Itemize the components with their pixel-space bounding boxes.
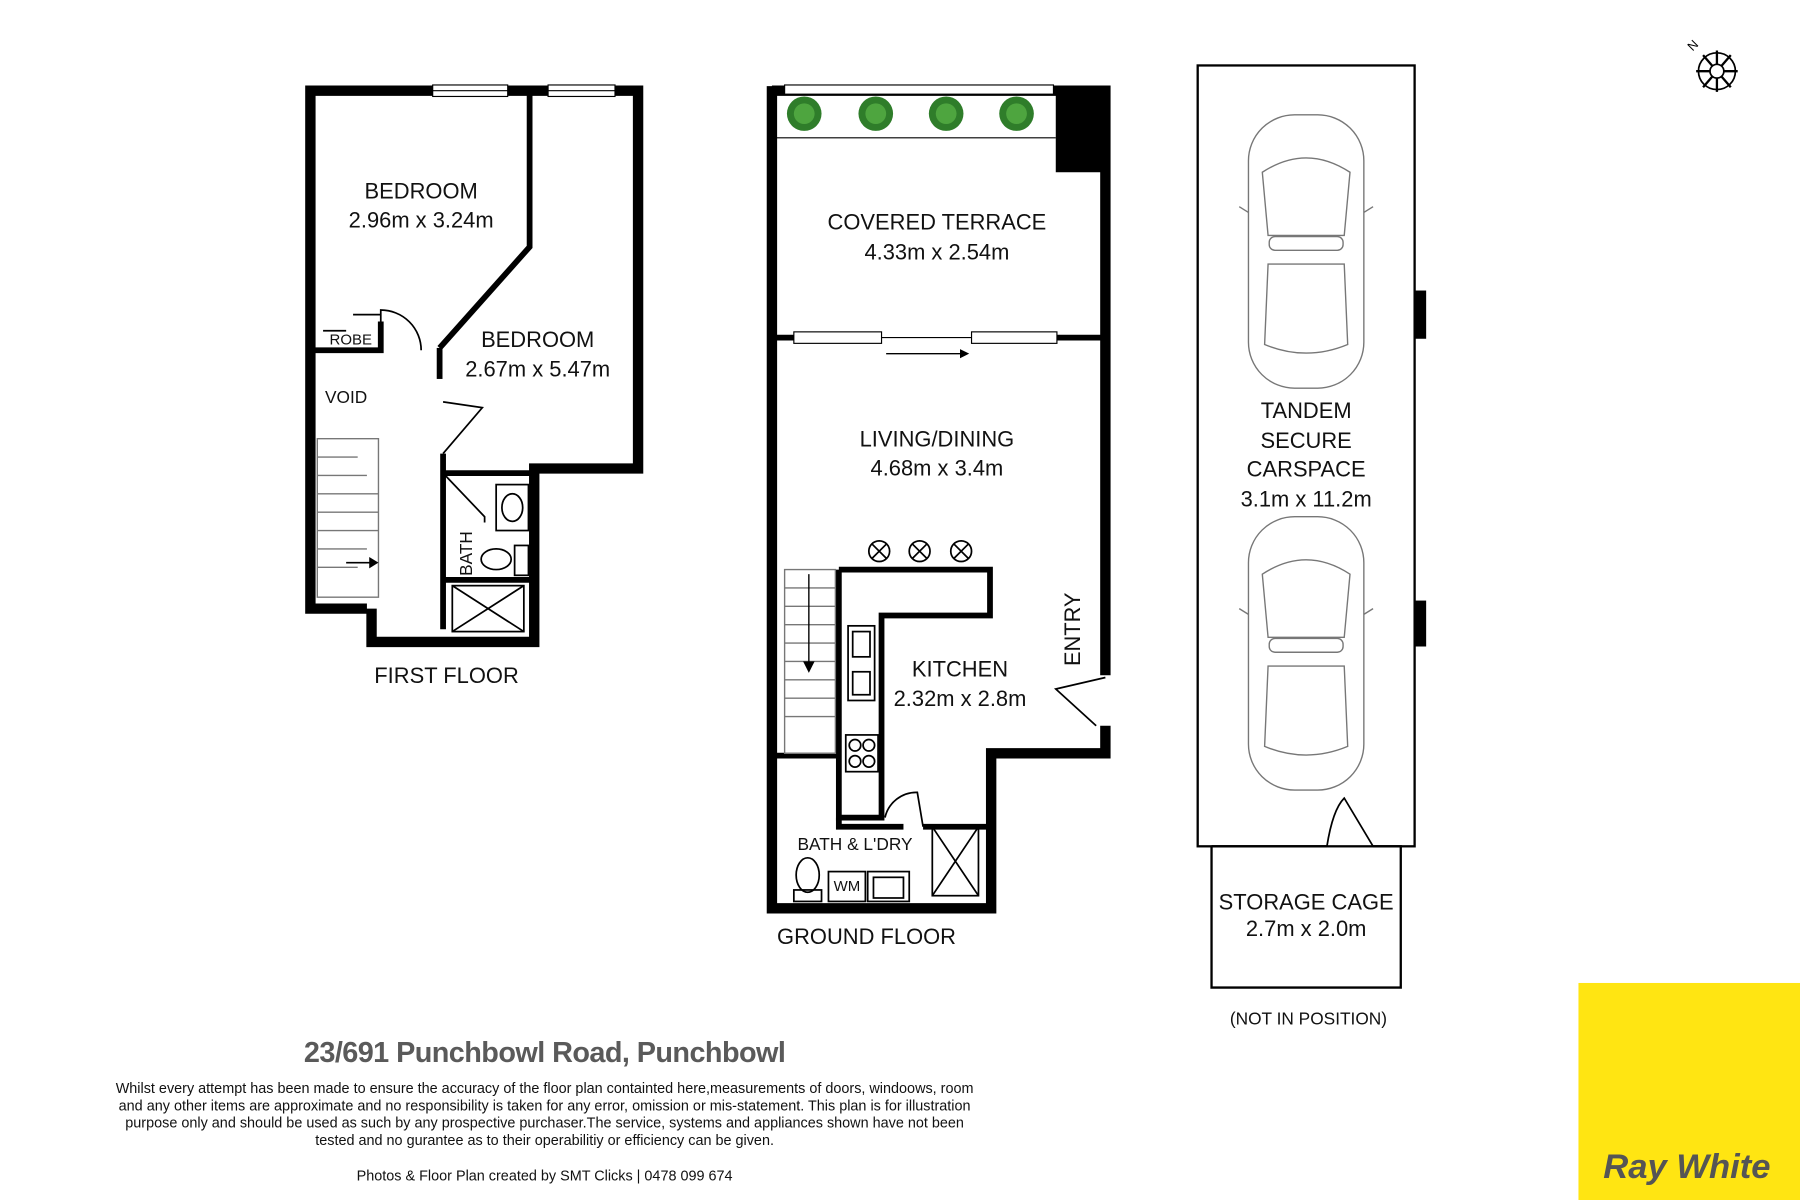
carspace-size: 3.1m x 11.2m xyxy=(1241,486,1372,511)
disclaimer-line: Whilst every attempt has been made to en… xyxy=(116,1081,974,1097)
ground-floor-plan: COVERED TERRACE 4.33m x 2.54m LIVING/DIN… xyxy=(766,84,1111,949)
car-icon xyxy=(1238,516,1374,791)
carspace-line2: SECURE xyxy=(1260,428,1351,453)
bedroom2-size: 2.67m x 5.47m xyxy=(465,357,610,382)
kitchen-name: KITCHEN xyxy=(912,656,1008,681)
disclaimer-line: and any other items are approximate and … xyxy=(119,1098,971,1114)
property-address: 23/691 Punchbowl Road, Punchbowl xyxy=(304,1037,785,1069)
credit-line: Photos & Floor Plan created by SMT Click… xyxy=(357,1169,733,1185)
carspace-line3: CARSPACE xyxy=(1247,457,1366,482)
first-floor-plan: BEDROOM 2.96m x 3.24m BEDROOM 2.67m x 5.… xyxy=(305,84,644,688)
carspace-line1: TANDEM xyxy=(1261,398,1352,423)
bath-label: BATH xyxy=(456,531,476,576)
plant-icons xyxy=(786,96,1034,131)
compass-north-label: N xyxy=(1685,37,1701,53)
storage-name: STORAGE CAGE xyxy=(1219,890,1394,915)
void-label: VOID xyxy=(325,387,367,407)
living-size: 4.68m x 3.4m xyxy=(871,455,1004,480)
first-floor-label: FIRST FLOOR xyxy=(374,663,518,688)
ray-white-logo: Ray White xyxy=(1578,982,1800,1200)
bedroom2-name: BEDROOM xyxy=(481,327,594,352)
bedroom1-size: 2.96m x 3.24m xyxy=(349,207,494,232)
carspace-plan: TANDEM SECURE CARSPACE 3.1m x 11.2m STOR… xyxy=(1196,64,1427,1028)
entry-label: ENTRY xyxy=(1060,592,1085,666)
robe-label: ROBE xyxy=(330,332,373,349)
ground-floor-label: GROUND FLOOR xyxy=(777,924,956,949)
wm-label: WM xyxy=(834,878,861,895)
car-icon xyxy=(1238,114,1374,389)
bath-laundry-label: BATH & L'DRY xyxy=(797,834,913,854)
disclaimer-line: purpose only and should be used as such … xyxy=(125,1116,964,1132)
brand-name: Ray White xyxy=(1603,1148,1770,1186)
disclaimer-line: tested and no gurantee as to their opera… xyxy=(315,1133,774,1149)
living-name: LIVING/DINING xyxy=(860,427,1015,452)
compass-icon: N xyxy=(1685,37,1738,92)
bedroom1-name: BEDROOM xyxy=(365,179,478,204)
storage-note: (NOT IN POSITION) xyxy=(1230,1008,1387,1028)
storage-size: 2.7m x 2.0m xyxy=(1246,916,1367,941)
terrace-name: COVERED TERRACE xyxy=(828,210,1047,235)
kitchen-size: 2.32m x 2.8m xyxy=(894,686,1027,711)
terrace-size: 4.33m x 2.54m xyxy=(864,240,1009,265)
